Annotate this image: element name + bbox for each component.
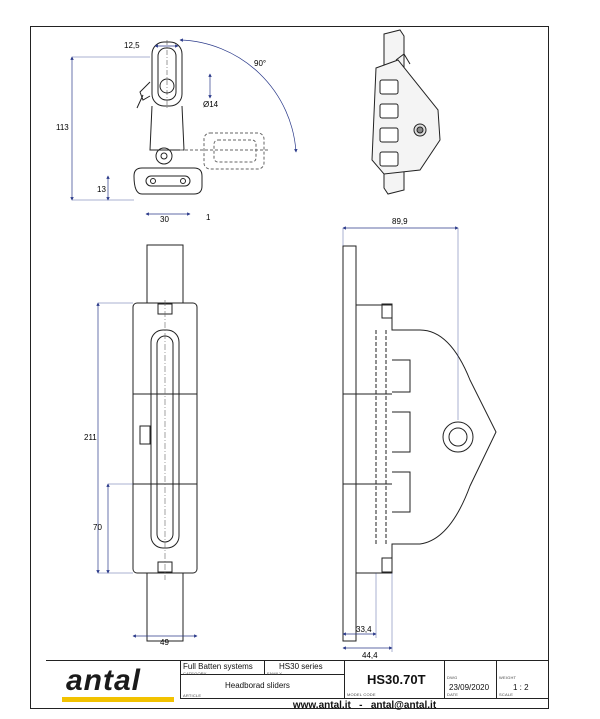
dim-diameter: Ø14: [203, 100, 219, 109]
title-block: Full Batten systems CATEGORY HS30 series…: [46, 660, 549, 709]
dim-top-width: 12,5: [124, 41, 140, 50]
dim-base-gap: 1: [206, 213, 211, 222]
email-link[interactable]: antal@antal.it: [370, 700, 437, 711]
dim-foot-height: 13: [97, 185, 106, 194]
dim-base-width: 30: [160, 215, 169, 224]
model-code-cell: HS30.70T MODEL CODE: [344, 661, 444, 699]
end-view: [133, 38, 298, 195]
dim-slider-length: 211: [84, 433, 97, 442]
dim-side-width: 44,4: [362, 651, 378, 660]
side-view: [342, 245, 497, 642]
isometric-view: [371, 29, 441, 195]
dwg-date-cell: DWG 23/09/2020 DATE: [444, 661, 496, 699]
side-view-dimensions: [342, 226, 459, 652]
article-cell: Headborad sliders ARTICLE: [180, 675, 344, 699]
front-view: [132, 244, 198, 642]
website-link[interactable]: www.antal.it: [292, 700, 351, 711]
antal-logo: antal: [62, 664, 174, 702]
drawing-frame: [30, 26, 549, 709]
dim-section-length: 70: [93, 523, 102, 532]
footer-contact: www.antal.it - antal@antal.it: [180, 700, 549, 714]
dim-overall-height: 113: [56, 123, 69, 132]
dim-angle: 90°: [254, 59, 266, 68]
model-code: HS30.70T: [367, 672, 426, 687]
footer-separator: -: [359, 700, 363, 711]
dim-side-depth: 89,9: [392, 217, 408, 226]
end-view-dimensions: [70, 44, 212, 216]
logo-accent-bar: [62, 697, 174, 702]
weight-scale-cell: WEIGHT 1 : 2 SCALE: [496, 661, 549, 699]
dim-front-width: 49: [160, 638, 169, 647]
category-cell: Full Batten systems CATEGORY: [180, 661, 264, 676]
front-view-dimensions: [96, 302, 198, 638]
family-cell: HS30 series FAMILY: [264, 661, 344, 676]
dim-rail-offset: 33,4: [356, 625, 372, 634]
